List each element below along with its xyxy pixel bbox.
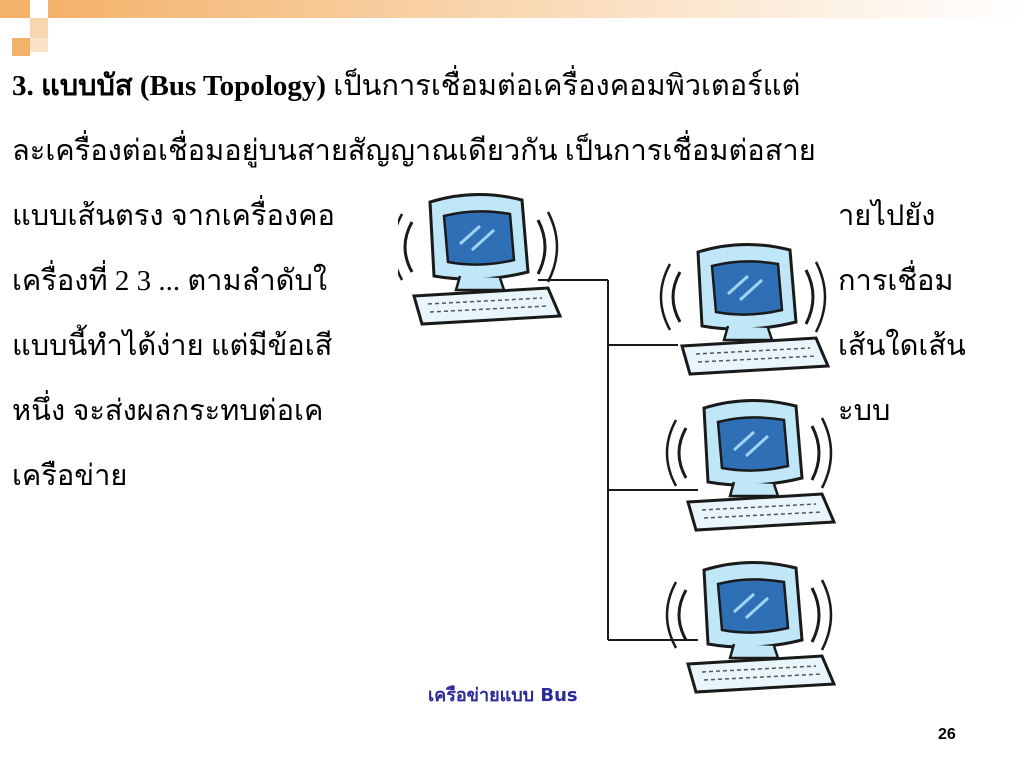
figure-caption: เครือข่ายแบบ Bus: [428, 685, 578, 706]
text-line-3: แบบเส้นตรง จากเครื่องคอ: [12, 200, 335, 232]
corner-decoration-square: [0, 0, 30, 18]
corner-decoration-square: [30, 38, 48, 52]
computer-icon: [659, 242, 830, 376]
section-heading: 3. แบบบัส (Bus Topology): [12, 70, 327, 102]
text-fragment: ะบบ: [838, 395, 891, 427]
text-fragment: ายไปยัง: [838, 200, 936, 232]
text-fragment: เส้นใดเส้น: [838, 330, 966, 362]
text-line-4: เครื่องที่ 2 3 ... ตามลำดับใ: [12, 265, 328, 297]
computer-icon: [665, 560, 836, 694]
header-bar: [48, 0, 1024, 18]
page-number: 26: [938, 726, 956, 743]
text-line-2: ละเครื่องต่อเชื่อมอยู่บนสายสัญญาณเดียวกั…: [12, 135, 816, 167]
text-line-6: หนึ่ง จะส่งผลกระทบต่อเค: [12, 395, 324, 427]
text-line-1: 3. แบบบัส (Bus Topology) เป็นการเชื่อมต่…: [12, 70, 801, 102]
corner-decoration-square: [30, 18, 48, 38]
corner-decoration-square: [12, 38, 30, 56]
text-line-5: แบบนี้ทำได้ง่าย แต่มีข้อเสี: [12, 330, 333, 362]
body-paragraph: 3. แบบบัส (Bus Topology) เป็นการเชื่อมต่…: [12, 54, 1012, 509]
text-line-7: เครือข่าย: [12, 460, 128, 492]
bus-topology-figure: เครือข่ายแบบ Bus: [398, 190, 838, 715]
text-fragment: การเชื่อม: [838, 265, 954, 297]
computer-icon: [398, 192, 562, 326]
bus-network-diagram: [398, 192, 836, 694]
computer-icon: [665, 398, 836, 532]
